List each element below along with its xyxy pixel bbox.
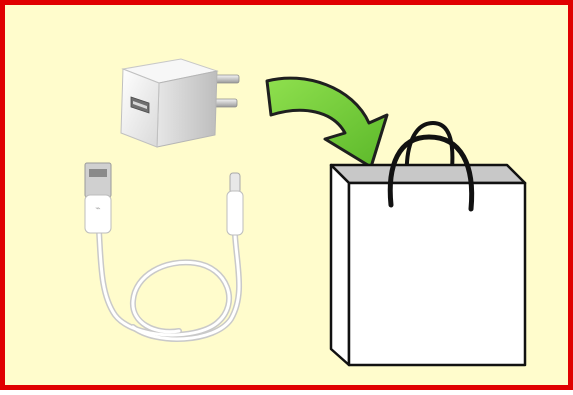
green-curved-arrow-icon bbox=[267, 78, 387, 167]
usb-power-adapter-icon bbox=[121, 59, 239, 147]
svg-text:⌁: ⌁ bbox=[95, 204, 100, 214]
lightning-usb-cable-icon: ⌁ bbox=[85, 163, 243, 339]
illustration-scene: ⌁ bbox=[5, 5, 573, 395]
